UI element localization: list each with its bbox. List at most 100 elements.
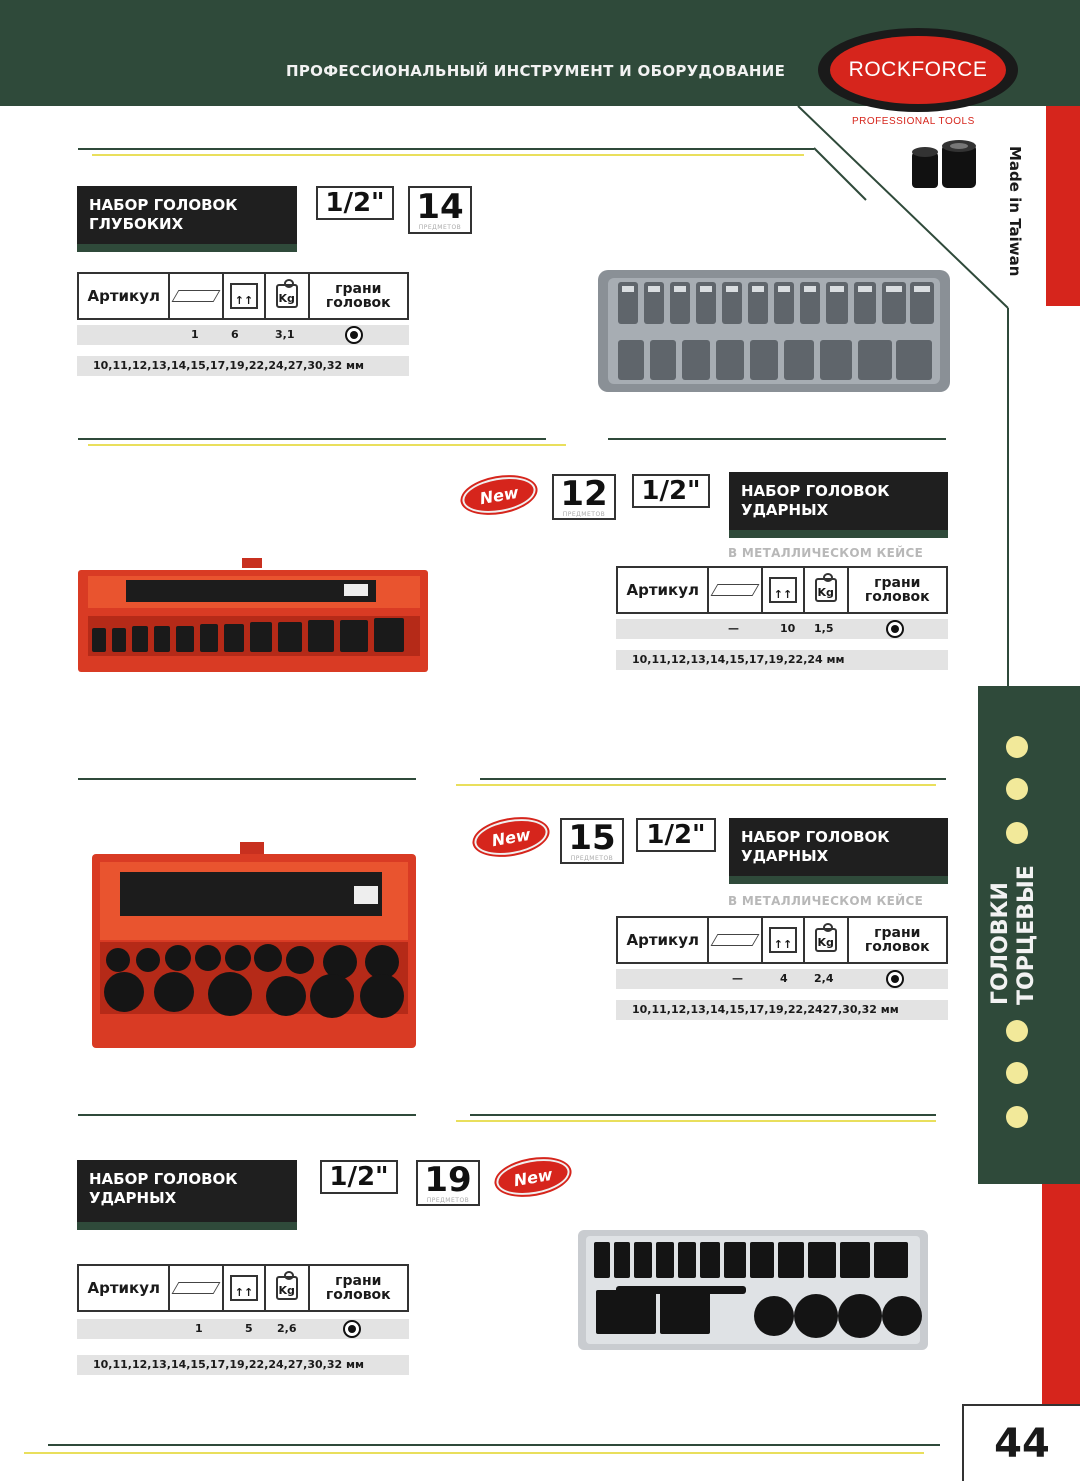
red-strip-top xyxy=(1046,106,1080,306)
weight-value: 2,4 xyxy=(814,972,834,985)
divider-line xyxy=(470,1114,936,1116)
divider-line-yellow xyxy=(92,154,804,156)
box-stack-icon: ↑↑ xyxy=(763,568,805,612)
product-image-deep-sockets xyxy=(598,270,950,392)
article-header: Артикул xyxy=(618,568,710,612)
made-in-taiwan: Made in Taiwan xyxy=(1006,146,1024,277)
weight-value: 3,1 xyxy=(275,328,295,341)
product-title: НАБОР ГОЛОВОК УДАРНЫХ xyxy=(77,1160,297,1230)
weight-value: 1,5 xyxy=(814,622,834,635)
item-count: 12 ПРЕДМЕТОВ xyxy=(552,474,616,520)
sizes-list: 10,11,12,13,14,15,17,19,22,2427,30,32 мм xyxy=(616,1000,948,1020)
weight-kg-icon: Kg xyxy=(805,568,849,612)
item-count: 15 ПРЕДМЕТОВ xyxy=(560,818,624,864)
item-count: 19 ПРЕДМЕТОВ xyxy=(416,1160,480,1206)
spec-values: 1 6 3,1 xyxy=(77,325,409,345)
tab-dot xyxy=(1006,736,1028,758)
product-title: НАБОР ГОЛОВОК УДАРНЫХ xyxy=(729,818,948,884)
product-image-impact-case-15 xyxy=(92,842,416,1048)
edges-header: грани головок xyxy=(325,1273,391,1303)
divider-line xyxy=(78,148,814,150)
category-line2: ТОРЦЕВЫЕ xyxy=(1014,865,1039,1005)
spec-values: — 10 1,5 xyxy=(616,619,948,639)
spec-table: Артикул ↑↑ Kg грани головок xyxy=(616,916,948,964)
box-icon xyxy=(170,1266,225,1310)
article-header: Артикул xyxy=(618,918,710,962)
logo-text: ROCKFORCE xyxy=(848,58,988,81)
weight-kg-icon: Kg xyxy=(266,274,310,318)
box-icon xyxy=(709,918,764,962)
drive-size: 1/2" xyxy=(632,474,710,508)
category-line1: ГОЛОВКИ xyxy=(988,882,1013,1005)
divider-line-yellow xyxy=(456,784,936,786)
drive-size: 1/2" xyxy=(320,1160,398,1194)
spec-values: — 4 2,4 xyxy=(616,969,948,989)
weight-kg-icon: Kg xyxy=(266,1266,310,1310)
product-title: НАБОР ГОЛОВОК УДАРНЫХ xyxy=(729,472,948,538)
tab-dot xyxy=(1006,1106,1028,1128)
divider-line xyxy=(78,438,546,440)
pack-qty: 6 xyxy=(231,328,239,341)
spec-table: Артикул ↑↑ Kg грани головок xyxy=(616,566,948,614)
drive-size: 1/2" xyxy=(636,818,716,852)
divider-line xyxy=(608,438,946,440)
header-tagline: ПРОФЕССИОНАЛЬНЫЙ ИНСТРУМЕНТ И ОБОРУДОВАН… xyxy=(286,62,786,80)
product-title: НАБОР ГОЛОВОК ГЛУБОКИХ xyxy=(77,186,297,252)
divider-line xyxy=(78,1114,416,1116)
pack-qty: 5 xyxy=(245,1322,253,1335)
box-qty: 1 xyxy=(191,328,199,341)
box-qty: — xyxy=(732,972,743,985)
tab-dot xyxy=(1006,1062,1028,1084)
box-qty: 1 xyxy=(195,1322,203,1335)
edges-header: грани головок xyxy=(864,925,930,955)
article-header: Артикул xyxy=(79,1266,171,1310)
sizes-list: 10,11,12,13,14,15,17,19,22,24 мм xyxy=(616,650,948,670)
category-label: ГОЛОВКИ ТОРЦЕВЫЕ xyxy=(988,865,1044,1005)
pack-qty: 10 xyxy=(780,622,796,635)
box-icon xyxy=(170,274,225,318)
box-stack-icon: ↑↑ xyxy=(224,274,266,318)
socket-icon xyxy=(912,140,976,188)
weight-kg-icon: Kg xyxy=(805,918,849,962)
edges-header: грани головок xyxy=(325,281,391,311)
divider-line-yellow xyxy=(88,444,566,446)
pack-qty: 4 xyxy=(780,972,788,985)
hex-socket-icon xyxy=(343,1320,361,1338)
edges-header: грани головок xyxy=(864,575,930,605)
footer-line-yellow xyxy=(24,1452,924,1454)
divider-line-yellow xyxy=(456,1120,936,1122)
tab-dot xyxy=(1006,822,1028,844)
box-qty: — xyxy=(728,622,739,635)
spec-values: 1 5 2,6 xyxy=(77,1319,409,1339)
product-subtitle: В МЕТАЛЛИЧЕСКОМ КЕЙСЕ xyxy=(728,546,924,560)
box-icon xyxy=(709,568,764,612)
sizes-list: 10,11,12,13,14,15,17,19,22,24,27,30,32 м… xyxy=(77,1355,409,1375)
sizes-list: 10,11,12,13,14,15,17,19,22,24,27,30,32 м… xyxy=(77,356,409,376)
divider-line xyxy=(78,778,416,780)
tab-dot xyxy=(1006,1020,1028,1042)
category-side-tab xyxy=(978,686,1080,1184)
spec-table: Артикул ↑↑ Kg грани головок xyxy=(77,272,409,320)
rockforce-logo: ROCKFORCE xyxy=(818,28,1018,112)
footer-line xyxy=(48,1444,940,1446)
article-header: Артикул xyxy=(79,274,171,318)
red-strip-bottom xyxy=(1042,1184,1080,1404)
product-image-impact-case-12 xyxy=(78,558,428,672)
box-stack-icon: ↑↑ xyxy=(763,918,805,962)
page-number: 44 xyxy=(962,1404,1080,1481)
item-count: 14 ПРЕДМЕТОВ xyxy=(408,186,472,234)
drive-size: 1/2" xyxy=(316,186,394,220)
spec-table: Артикул ↑↑ Kg грани головок xyxy=(77,1264,409,1312)
product-subtitle: В МЕТАЛЛИЧЕСКОМ КЕЙСЕ xyxy=(728,894,924,908)
tab-dot xyxy=(1006,778,1028,800)
hex-socket-icon xyxy=(345,326,363,344)
divider-line xyxy=(480,778,946,780)
box-stack-icon: ↑↑ xyxy=(224,1266,266,1310)
hex-socket-icon xyxy=(886,970,904,988)
logo-subtitle: PROFESSIONAL TOOLS xyxy=(852,116,975,127)
divider-diagonal xyxy=(813,147,867,201)
weight-value: 2,6 xyxy=(277,1322,297,1335)
hex-socket-icon xyxy=(886,620,904,638)
product-image-impact-tray-19 xyxy=(578,1230,928,1350)
